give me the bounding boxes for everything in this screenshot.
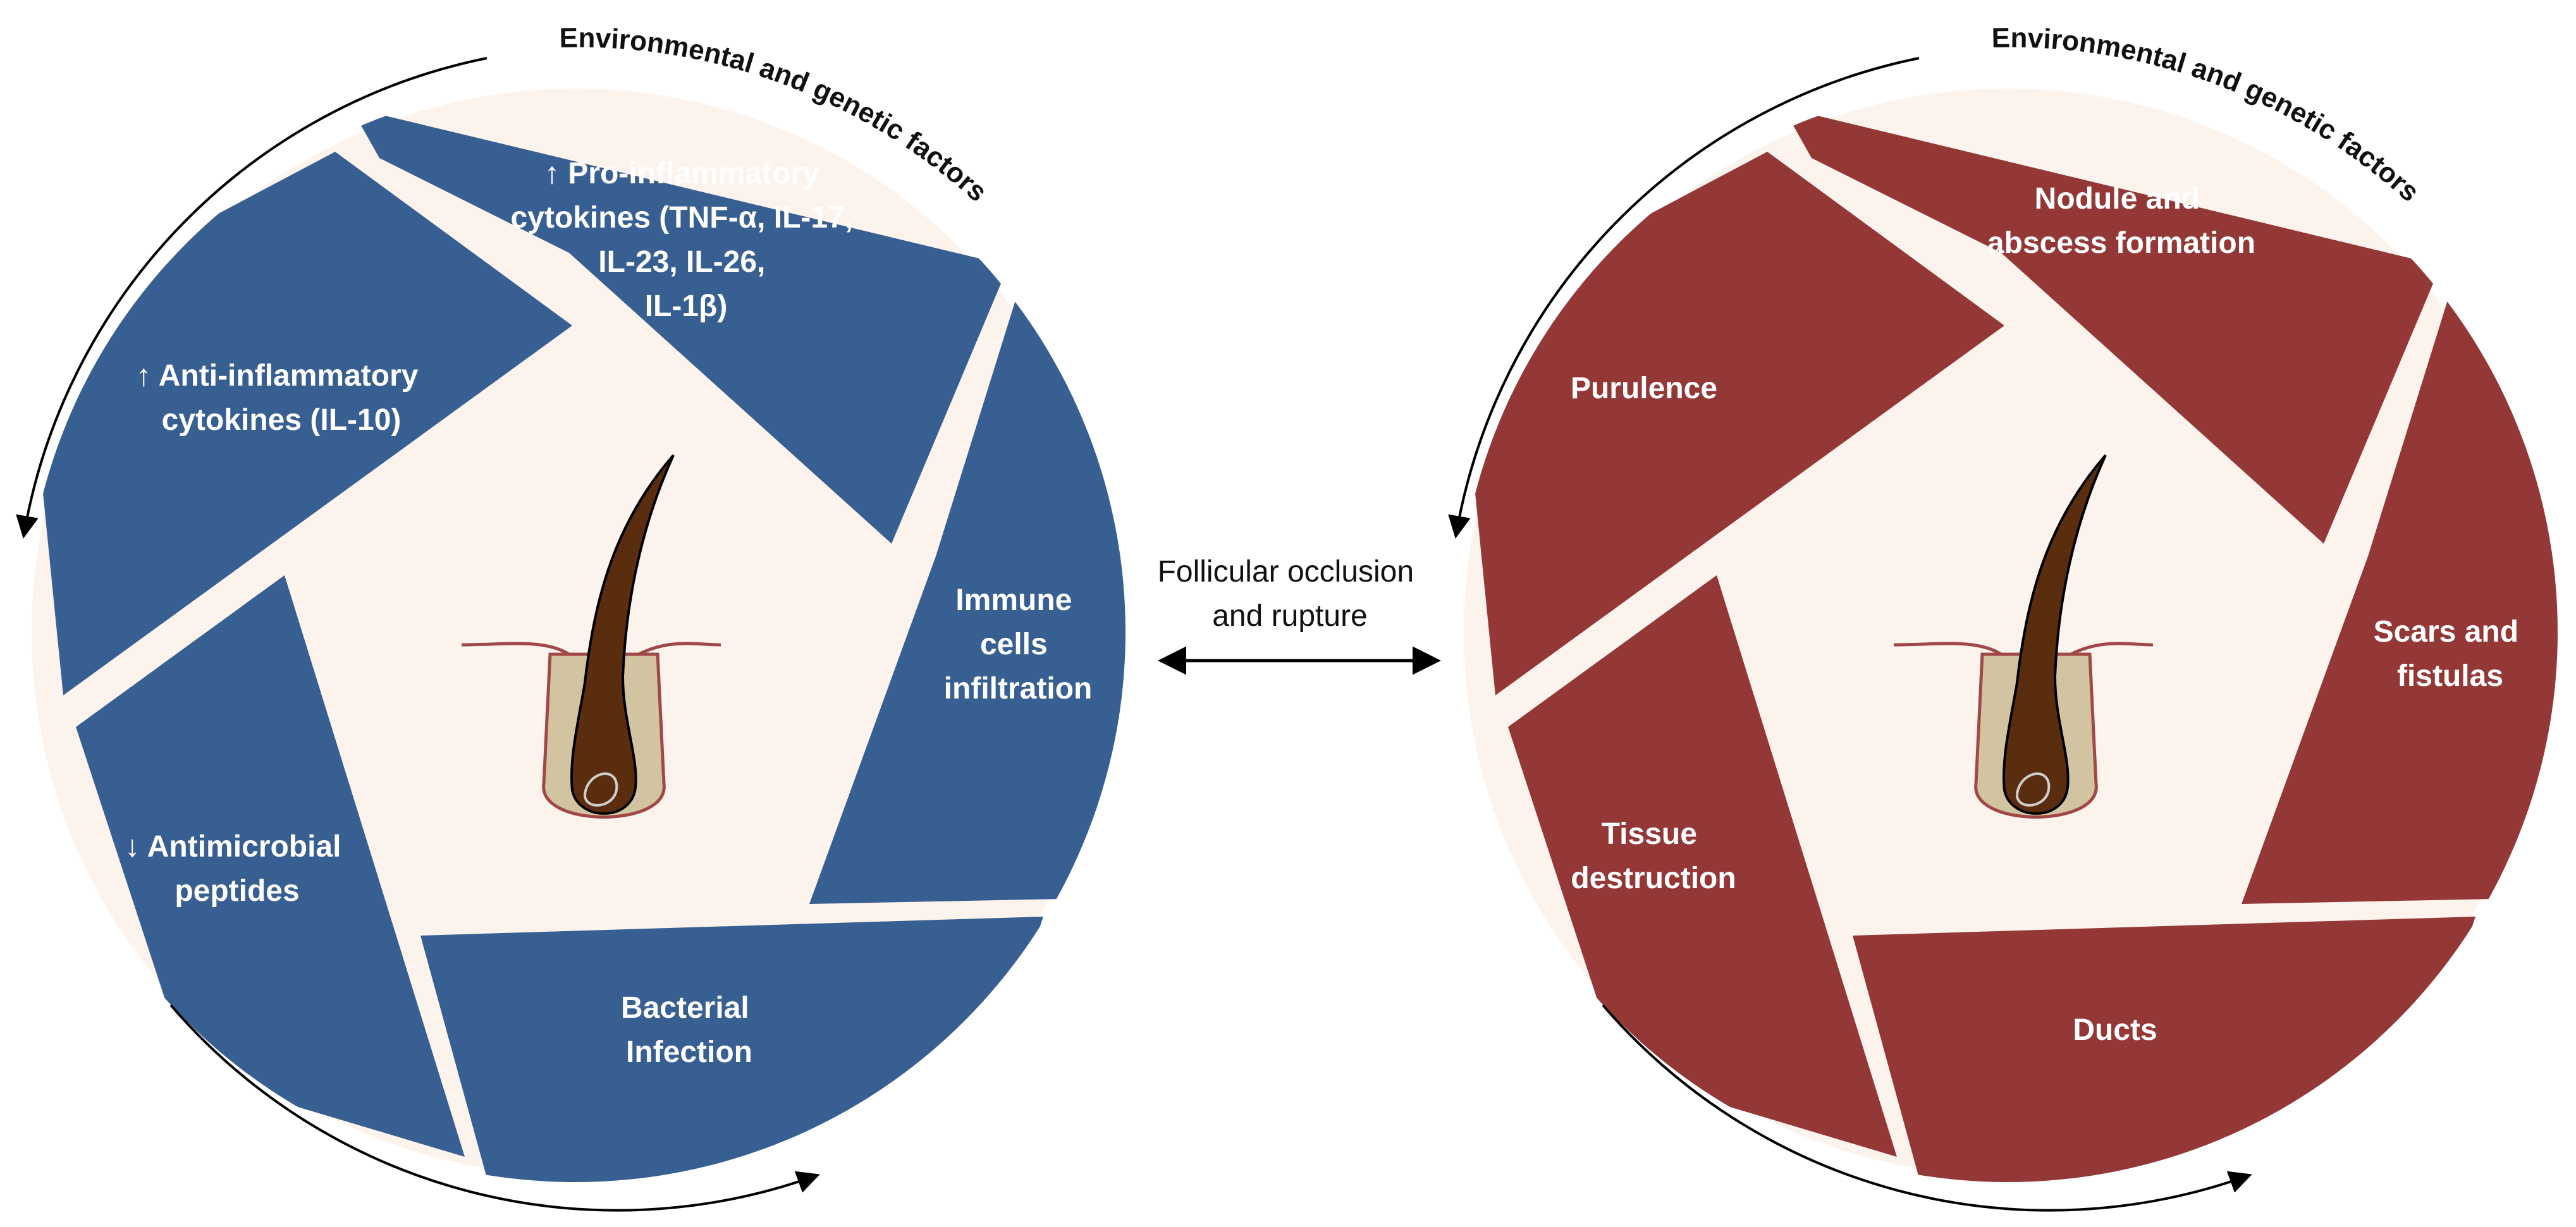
left-label-antimicrobial: ↓ Antimicrobial peptides (125, 830, 350, 908)
right-cycle: Nodule and abscess formation Scars and f… (1448, 22, 2558, 1212)
left-segment-pro-inflammatory (351, 107, 1009, 544)
left-label-bacterial: Bacterial Infection (621, 991, 757, 1069)
right-label-tissue: Tissue destruction (1571, 817, 1736, 895)
right-label-purulence: Purulence (1571, 372, 1717, 405)
hair-follicle-icon (1893, 454, 2154, 819)
curved-arrow-icon (16, 57, 488, 539)
left-segment-immune-cells (809, 272, 1125, 904)
right-segment-purulence (1457, 152, 2004, 695)
right-segment-ducts (1853, 917, 2475, 1182)
left-segment-anti-inflammatory (25, 152, 572, 695)
curved-arrow-icon (169, 1004, 820, 1212)
curved-arrow-icon (1448, 57, 1920, 539)
right-label-ducts: Ducts (2073, 1013, 2157, 1047)
right-label-scars: Scars and fistulas (2374, 615, 2527, 693)
left-label-pro-inflammatory: ↑ Pro-inflammatory cytokines (TNF-α, IL-… (511, 157, 862, 323)
left-label-anti-inflammatory: ↑ Anti-inflammatory cytokines (IL-10) (136, 359, 427, 437)
right-segment-nodule (1783, 107, 2441, 544)
left-label-immune-cells: Immune cells infiltration (944, 583, 1093, 705)
left-cycle: ↑ Pro-inflammatory cytokines (TNF-α, IL-… (16, 22, 1125, 1212)
center-label: Follicular occlusion and rupture (1158, 555, 1423, 633)
hair-follicle-icon (461, 454, 721, 819)
right-segment-scars (2242, 272, 2558, 904)
right-label-nodule: Nodule and abscess formation (1987, 182, 2255, 260)
curved-arrow-icon (1602, 1004, 2252, 1212)
